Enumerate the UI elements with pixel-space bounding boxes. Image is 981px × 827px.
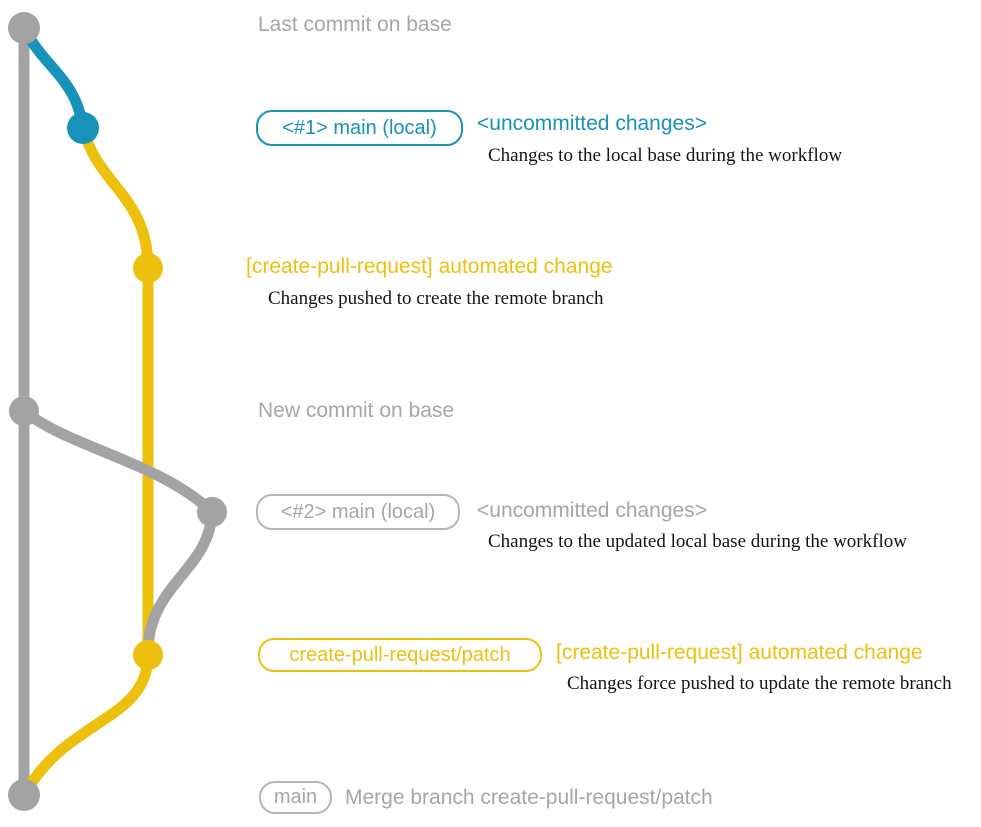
event-automated-1-title: [create-pull-request] automated change: [246, 255, 613, 278]
badge-patch-branch-label: create-pull-request/patch: [289, 643, 511, 666]
event-uncommitted-1-desc: Changes to the local base during the wor…: [488, 145, 843, 166]
badge-main: main: [259, 781, 332, 814]
event-uncommitted-2-desc: Changes to the updated local base during…: [488, 531, 907, 552]
commit-dot-local-main-1: [67, 112, 99, 144]
badge-patch-branch: create-pull-request/patch: [258, 638, 542, 672]
local-main-curve: [18, 22, 89, 134]
badge-main-local-2: <#2> main (local): [256, 494, 460, 530]
commit-dot-automated-2: [133, 640, 163, 670]
commit-dot-local-main-2: [197, 497, 227, 527]
commit-dot-automated-1: [133, 253, 163, 283]
badge-main-local-2-label: <#2> main (local): [280, 500, 436, 523]
note-new-commit: New commit on base: [258, 399, 455, 422]
event-automated-2-title: [create-pull-request] automated change: [556, 641, 923, 664]
commit-dot-merge: [8, 779, 40, 811]
note-last-commit: Last commit on base: [258, 13, 452, 36]
badge-main-label: main: [273, 786, 318, 808]
event-automated-1-desc: Changes pushed to create the remote bran…: [268, 288, 604, 309]
commit-dot-new-base: [9, 396, 39, 426]
event-uncommitted-2-title: <uncommitted changes>: [477, 499, 707, 522]
badge-main-local-1: <#1> main (local): [256, 110, 463, 146]
commit-dot-last-base: [8, 12, 40, 44]
badge-main-local-1-label: <#1> main (local): [282, 116, 437, 139]
note-merge-commit: Merge branch create-pull-request/patch: [345, 786, 713, 809]
base-update-curve: [18, 405, 218, 518]
event-uncommitted-1-title: <uncommitted changes>: [477, 112, 707, 135]
event-automated-2-desc: Changes force pushed to update the remot…: [567, 673, 952, 694]
rebase-curve: [142, 506, 218, 658]
